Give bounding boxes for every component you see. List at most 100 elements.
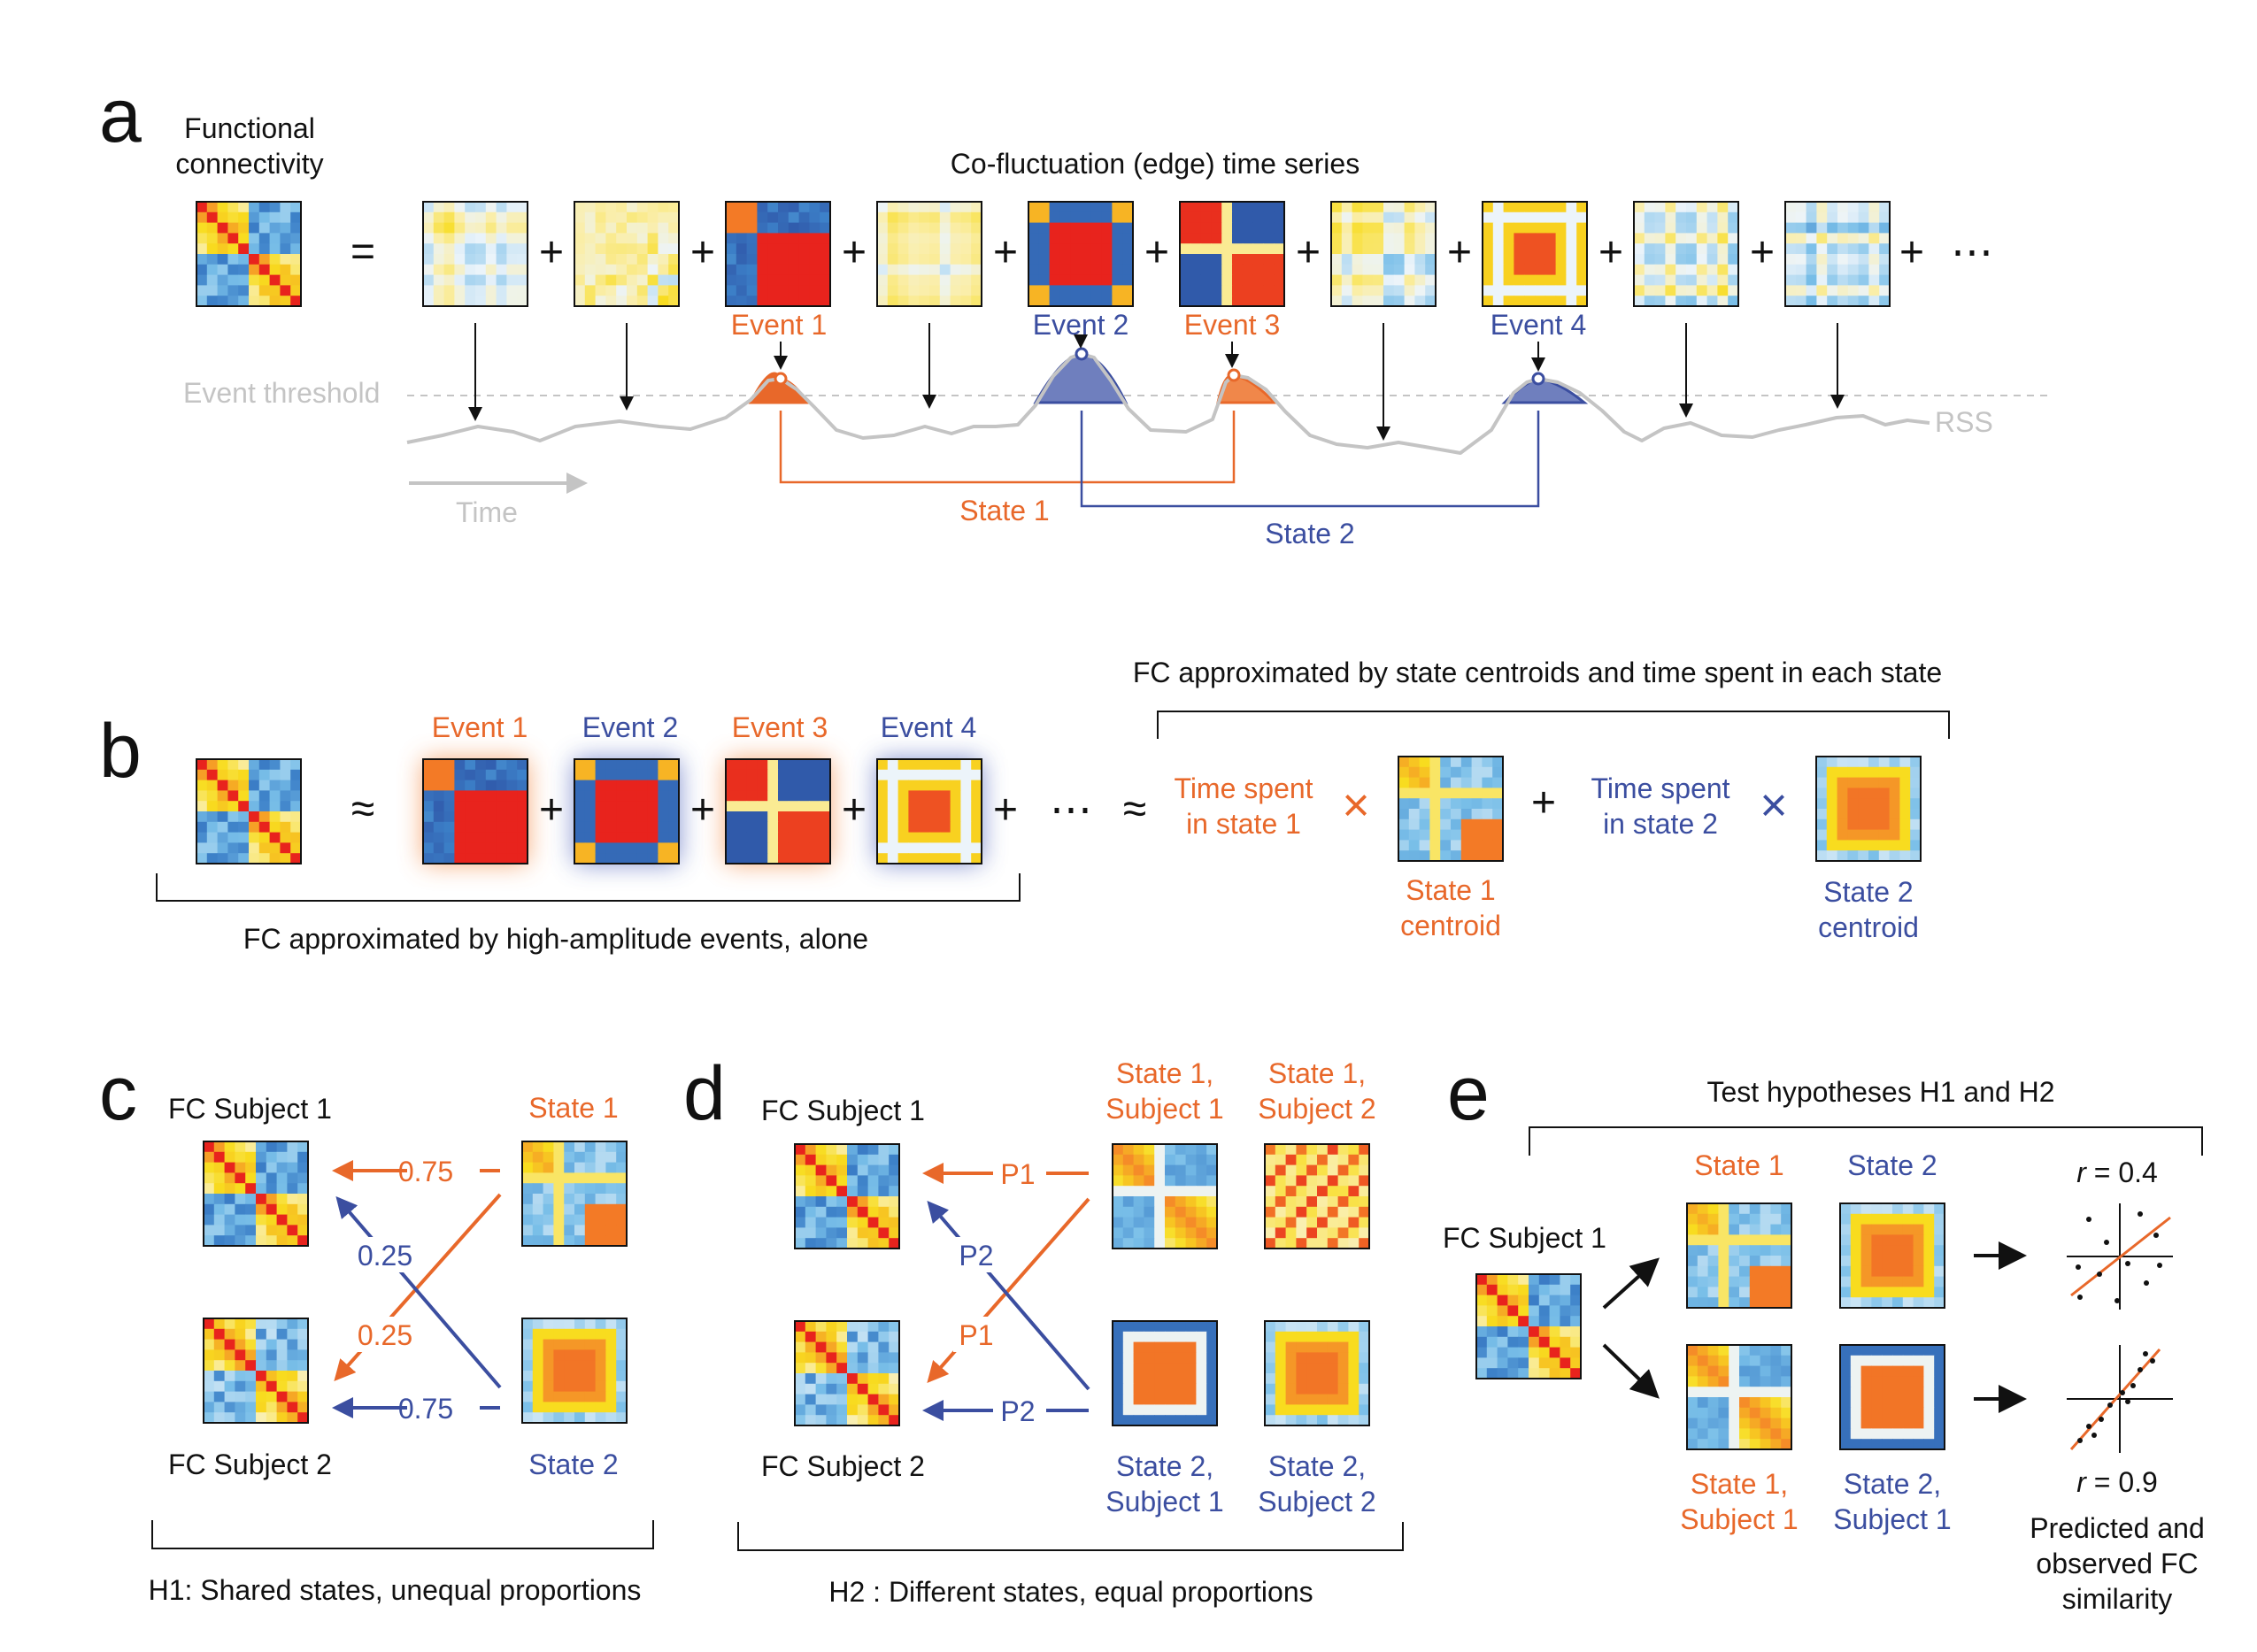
arrow-p1-cross (927, 1197, 1090, 1384)
scatter-bottom (2067, 1345, 2173, 1453)
events-caption: FC approximated by high-amplitude events… (243, 923, 868, 955)
equals-sign: = (350, 228, 375, 275)
state-2-label-e: State 2 (1847, 1149, 1937, 1181)
state-1-subject-1-matrix-d (1112, 1143, 1218, 1249)
state-2-centroid-matrix (1815, 756, 1922, 862)
state-2-subject-1-matrix-e (1839, 1344, 1945, 1450)
event-1-matrix-b (422, 758, 528, 864)
event-3-label-b: Event 3 (732, 711, 828, 743)
panel-letter-d: d (683, 1051, 726, 1136)
event-1-label-b: Event 1 (432, 711, 528, 743)
similarity-caption-line2: observed FC (2036, 1548, 2198, 1579)
fc-matrix (196, 201, 302, 307)
fc-subject-1-matrix-c (203, 1141, 309, 1247)
plus-sign-a7: + (1447, 229, 1472, 276)
edge-frame-event-3 (1179, 201, 1285, 307)
event-4-marker (1531, 372, 1545, 386)
e-s1-sub1-line2: Subject 1 (1680, 1503, 1798, 1535)
p1-mid-label: P1 (959, 1319, 993, 1351)
state-2-label-a: State 2 (1265, 518, 1354, 549)
d-s2-sub2-line1: State 2, (1268, 1450, 1366, 1482)
weight-state2-subject1: 0.25 (358, 1240, 412, 1272)
scatter-top-points (2076, 1211, 2162, 1303)
p1-top-label: P1 (1000, 1158, 1035, 1190)
e-s2-sub1-line1: State 2, (1844, 1468, 1941, 1500)
event-2-marker (1075, 347, 1089, 361)
fc-label-line1: Functional (184, 112, 315, 144)
fc-subject-1-label-c: FC Subject 1 (168, 1093, 332, 1125)
scatter-bottom-points (2077, 1351, 2155, 1443)
plus-sign-a1: + (539, 229, 564, 276)
edge-frame-9 (1633, 201, 1739, 307)
state-1-matrix-c (521, 1141, 628, 1247)
fc-subject-1-matrix-e (1475, 1273, 1582, 1379)
fc-subject-1-matrix-d (794, 1143, 900, 1249)
plus-sign-b5: + (1531, 780, 1556, 826)
event-3-marker (1227, 368, 1241, 382)
weight-bg-3 (352, 1317, 409, 1352)
fc-subject-2-matrix-d (794, 1320, 900, 1426)
scatter-top-fit-line (2070, 1216, 2171, 1297)
event-4-label-a: Event 4 (1491, 309, 1587, 341)
similarity-caption-line1: Predicted and (2030, 1512, 2204, 1544)
state-2-matrix-e (1839, 1203, 1945, 1309)
state-2-label-c: State 2 (528, 1448, 618, 1480)
p-bg-3 (953, 1317, 1001, 1352)
event-4-matrix-b (876, 758, 982, 864)
series-title: Co-fluctuation (edge) time series (951, 148, 1360, 180)
d-s2-sub1-line1: State 2, (1116, 1450, 1213, 1482)
p-bg-1 (993, 1156, 1046, 1191)
fc-subject-1-label-d: FC Subject 1 (761, 1095, 925, 1126)
weight-state1-subject1: 0.75 (398, 1156, 453, 1187)
r-bottom-label: r = 0.9 (2076, 1466, 2158, 1498)
time-state-2-line1: Time spent (1591, 772, 1729, 804)
fc-subject-2-label-d: FC Subject 2 (761, 1450, 925, 1482)
plus-sign-a10: + (1899, 229, 1924, 276)
d-s1-sub2-line2: Subject 2 (1258, 1093, 1375, 1125)
d-s2-sub2-line2: Subject 2 (1258, 1486, 1375, 1518)
arrow-to-top-row (1602, 1257, 1660, 1310)
state-2-subject-1-matrix-d (1112, 1320, 1218, 1426)
panel-letter-c: c (99, 1051, 137, 1136)
event-2-label-a: Event 2 (1033, 309, 1129, 341)
p2-mid-label: P2 (959, 1240, 993, 1272)
weight-bg-4 (407, 1389, 480, 1425)
scatter-bottom-fit-line (2069, 1348, 2161, 1450)
r-top-label: r = 0.4 (2076, 1156, 2158, 1188)
d-s1-sub1-line1: State 1, (1116, 1057, 1213, 1089)
e-s1-sub1-line1: State 1, (1691, 1468, 1788, 1500)
plus-sign-b2: + (690, 787, 715, 834)
panel-a: a Functional connectivity Co-fluctuation… (99, 73, 2053, 549)
time-state-2-line2: in state 2 (1603, 808, 1718, 840)
panel-d: d FC Subject 1 FC Subject 2 State 1, Sub… (683, 1051, 1404, 1608)
plus-sign-a8: + (1598, 229, 1623, 276)
arrow-state2-subject1-c (335, 1195, 502, 1389)
state-1-matrix-e (1686, 1203, 1792, 1309)
plus-sign-b3: + (842, 787, 867, 834)
event-1-marker (774, 372, 788, 386)
edge-frame-4 (876, 201, 982, 307)
rss-trace (406, 352, 1930, 455)
p2-bottom-label: P2 (1000, 1395, 1035, 1427)
event-threshold-label: Event threshold (183, 377, 380, 409)
state-1-label-c: State 1 (528, 1092, 618, 1124)
state-2-centroid-line1: State 2 (1823, 876, 1913, 908)
approx-sign-b1: ≈ (351, 786, 374, 833)
plus-sign-a2: + (690, 229, 715, 276)
fc-label-line2: connectivity (175, 148, 323, 180)
plus-sign-b4: + (993, 787, 1018, 834)
plus-sign-a9: + (1750, 229, 1775, 276)
plus-sign-b1: + (539, 787, 564, 834)
event-4-label-b: Event 4 (881, 711, 977, 743)
state-1-centroid-matrix (1398, 756, 1504, 862)
similarity-caption-line3: similarity (2062, 1583, 2172, 1615)
weight-bg-1 (407, 1152, 480, 1187)
plus-sign-a4: + (993, 229, 1018, 276)
edge-frame-1 (422, 201, 528, 307)
panel-c: c FC Subject 1 FC Subject 2 State 1 Stat… (99, 1051, 654, 1606)
state-1-subject-2-matrix-d (1264, 1143, 1370, 1249)
d-s2-sub1-line2: Subject 1 (1105, 1486, 1223, 1518)
arrow-p2-cross (927, 1200, 1090, 1391)
